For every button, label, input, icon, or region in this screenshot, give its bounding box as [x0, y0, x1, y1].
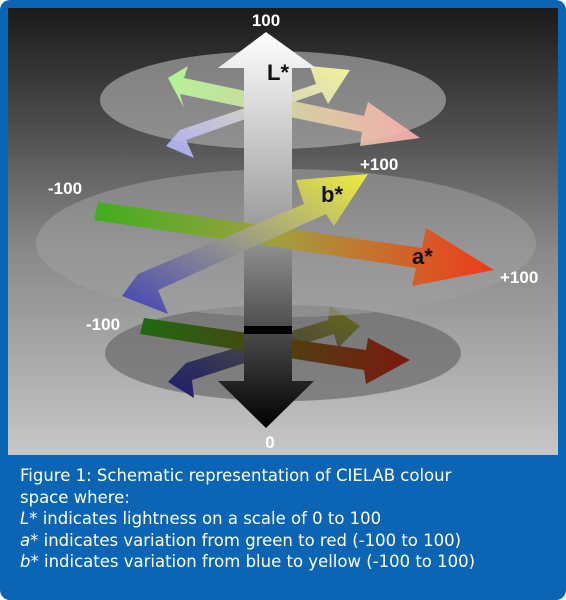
label-a-pos: +100 [500, 268, 538, 287]
cielab-diagram: 100 0 +100 +100 -100 -100 L* b* a* [36, 11, 538, 452]
l-axis-band [244, 326, 292, 334]
figure-caption: Figure 1: Schematic representation of CI… [20, 465, 550, 573]
caption-l-line: L* indicates lightness on a scale of 0 t… [20, 508, 550, 530]
a-axis-arrow [94, 202, 494, 286]
label-a-neg: -100 [48, 179, 82, 198]
label-b-axis: b* [321, 182, 343, 207]
upper-a-arrow [168, 66, 420, 146]
label-0-bottom: 0 [265, 433, 274, 452]
caption-l-var: L* [20, 509, 38, 528]
caption-a-var: a* [20, 530, 39, 550]
caption-b-line: b* indicates variation from blue to yell… [20, 551, 550, 573]
caption-a-line: a* indicates variation from green to red… [20, 530, 550, 552]
caption-title-line2: space where: [20, 487, 130, 507]
b-axis-arrow [122, 174, 368, 314]
caption-b-var: b* [20, 552, 39, 571]
caption-a-text: indicates variation from green to red (-… [38, 530, 462, 550]
label-b-pos: +100 [360, 155, 398, 174]
diagram-panel: 100 0 +100 +100 -100 -100 L* b* a* [8, 8, 558, 455]
caption-l-text: indicates lightness on a scale of 0 to 1… [37, 509, 382, 528]
label-l-axis: L* [267, 60, 289, 85]
label-a-axis: a* [412, 244, 433, 269]
label-100-top: 100 [252, 11, 280, 30]
caption-title-line1: Figure 1: Schematic representation of CI… [20, 466, 452, 485]
label-b-neg: -100 [86, 315, 120, 334]
caption-b-text: indicates variation from blue to yellow … [38, 552, 476, 571]
